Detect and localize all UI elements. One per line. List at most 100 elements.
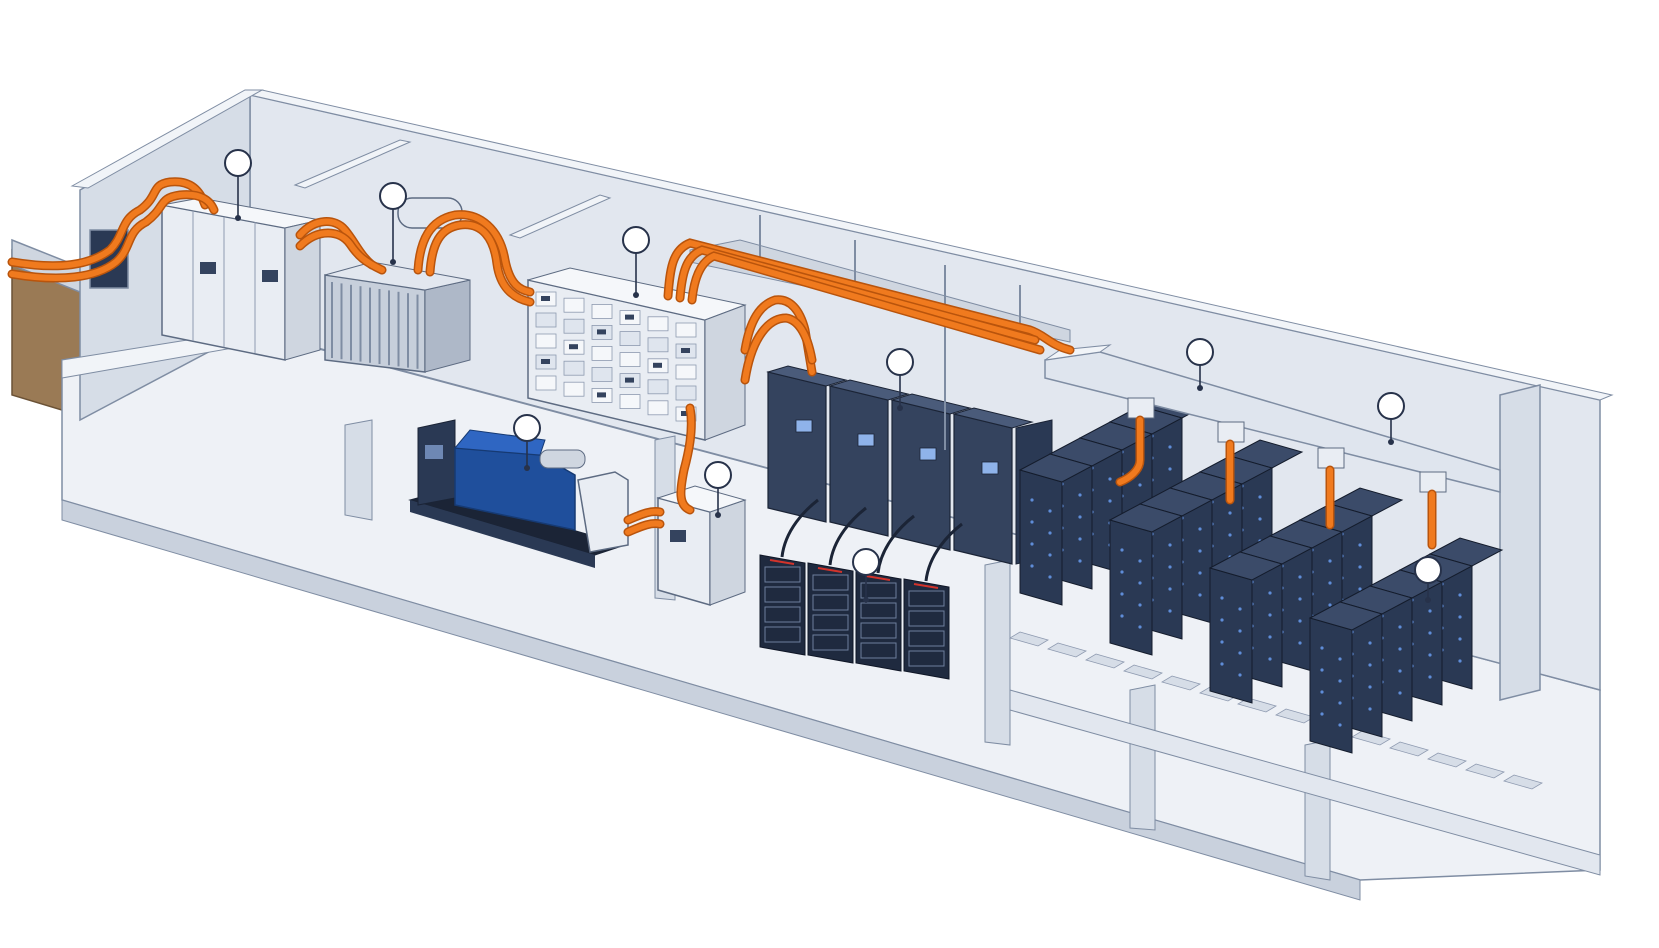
rack-led	[1268, 635, 1272, 639]
callout-anchor-dot	[897, 405, 903, 411]
rack-led	[1030, 498, 1034, 502]
callout-circle-icon	[622, 226, 650, 254]
callout-markers	[224, 149, 1442, 603]
battery-module	[812, 594, 849, 611]
ats-front	[657, 497, 711, 606]
floor-grille	[1047, 642, 1087, 658]
rack-led	[1338, 657, 1342, 661]
rack-led	[1198, 571, 1202, 575]
rack-led	[1428, 675, 1432, 679]
floor-grille	[1427, 752, 1467, 768]
rack-led	[1120, 570, 1124, 574]
rack-led	[1138, 581, 1142, 585]
breaker-drawer	[535, 375, 557, 391]
callout-battery-bank	[852, 548, 880, 603]
rack-led	[1138, 625, 1142, 629]
breaker-indicator	[653, 362, 662, 368]
breaker-drawer	[563, 297, 585, 313]
battery-module	[812, 614, 849, 631]
power-cable	[665, 239, 1073, 353]
callout-circle-icon	[1377, 392, 1405, 420]
transformer-side	[424, 279, 471, 373]
rack-led	[1458, 637, 1462, 641]
partition-wall-2	[508, 194, 612, 239]
transformer-radiator-fins	[331, 282, 419, 369]
rack-led	[1458, 659, 1462, 663]
server-rack-top	[1208, 551, 1284, 581]
server-rack	[1109, 519, 1153, 656]
battery-module	[860, 602, 897, 619]
battery-module	[812, 574, 849, 591]
breaker-indicator	[541, 359, 550, 364]
callout-anchor-dot	[524, 465, 530, 471]
rack-led	[1120, 592, 1124, 596]
rack-led	[1238, 651, 1242, 655]
battery-module	[764, 606, 801, 623]
rack-led	[1120, 548, 1124, 552]
switchboard-side	[704, 304, 746, 441]
floor-grille	[1389, 741, 1429, 757]
rack-led	[1338, 701, 1342, 705]
partition-pillar-a	[344, 419, 373, 521]
overhead-busway	[1044, 344, 1501, 493]
server-rack	[1309, 617, 1353, 754]
battery-module	[764, 566, 801, 583]
callout-anchor-dot	[715, 512, 721, 518]
callout-busway-right	[1377, 392, 1405, 445]
breaker-drawer	[591, 303, 613, 319]
callout-ups-system	[886, 348, 914, 411]
breaker-drawer	[647, 400, 669, 416]
generator-engine-top	[453, 429, 546, 456]
server-rack	[1209, 567, 1253, 704]
battery-module	[908, 650, 945, 667]
power-cable	[625, 520, 663, 535]
breaker-drawer	[563, 318, 585, 334]
rack-led	[1228, 533, 1232, 537]
rack-led	[1298, 641, 1302, 645]
callout-anchor-dot	[1425, 597, 1431, 603]
floor-grille	[1275, 708, 1315, 724]
rack-led	[1458, 593, 1462, 597]
rack-led	[1398, 647, 1402, 651]
rack-led	[1268, 613, 1272, 617]
rack-led	[1258, 517, 1262, 521]
rack-led	[1338, 679, 1342, 683]
breaker-drawer	[535, 333, 557, 349]
callout-transformer	[379, 182, 407, 265]
rack-led	[1220, 618, 1224, 622]
rack-led	[1398, 625, 1402, 629]
transformer-top	[324, 261, 471, 291]
callout-anchor-dot	[1197, 385, 1203, 391]
rack-led	[1078, 537, 1082, 541]
battery-module	[908, 630, 945, 647]
rack-led	[1268, 591, 1272, 595]
battery-terminal	[865, 575, 891, 581]
callout-anchor-dot	[863, 597, 869, 603]
rack-led	[1320, 712, 1324, 716]
callout-circle-icon	[224, 149, 252, 177]
rack-led	[1108, 499, 1112, 503]
diesel-generator	[408, 419, 629, 568]
rack-led	[1428, 631, 1432, 635]
battery-module	[764, 626, 801, 643]
power-cable	[9, 191, 217, 281]
breaker-drawer	[675, 364, 697, 380]
rack-led	[1338, 723, 1342, 727]
rack-led	[1138, 559, 1142, 563]
breaker-drawer	[563, 381, 585, 397]
power-cable	[415, 211, 533, 295]
rack-led	[1220, 662, 1224, 666]
battery-module	[860, 622, 897, 639]
callout-main-switchboard	[622, 226, 650, 298]
rack-led	[1168, 565, 1172, 569]
breaker-drawer	[619, 352, 641, 368]
rack-led	[1238, 629, 1242, 633]
rack-led	[1198, 549, 1202, 553]
rack-led	[1368, 663, 1372, 667]
busway-tap-box	[1317, 447, 1345, 469]
breaker-indicator	[541, 296, 550, 301]
rack-led	[1320, 668, 1324, 672]
busway-duct-top	[1044, 344, 1112, 361]
rack-led	[1220, 640, 1224, 644]
ups-display	[981, 461, 999, 475]
